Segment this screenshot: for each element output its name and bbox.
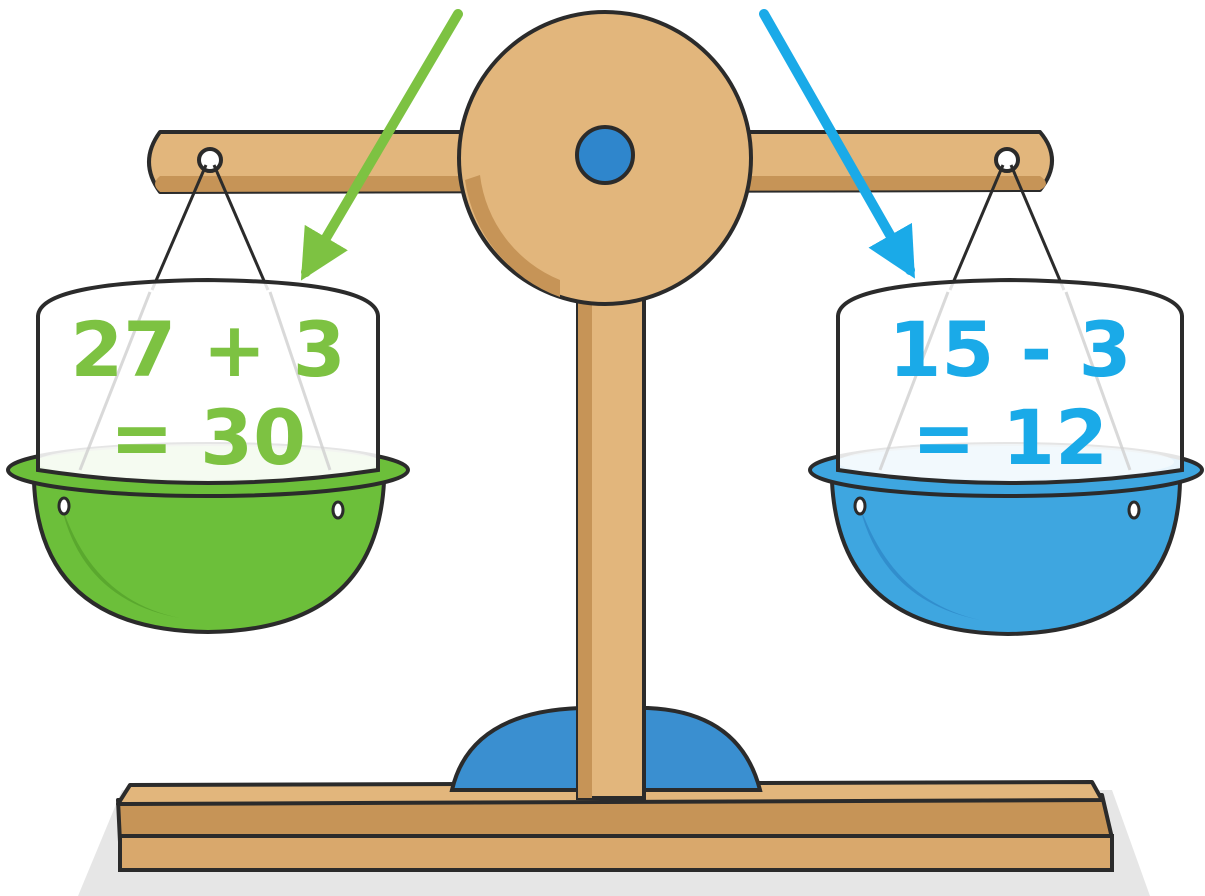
right-expression-line1: 15 - 3 — [888, 305, 1131, 394]
right-hook-icon — [996, 149, 1018, 171]
left-expression-line2: = 30 — [110, 393, 306, 482]
right-pan: 15 - 3 = 12 — [810, 165, 1202, 634]
left-pan: 27 + 3 = 30 — [8, 165, 408, 632]
pivot-icon — [577, 127, 633, 183]
left-bowl — [34, 482, 384, 632]
left-expression-line1: 27 + 3 — [70, 305, 345, 394]
left-hook-icon — [199, 149, 221, 171]
right-expression-line2: = 12 — [912, 393, 1108, 482]
